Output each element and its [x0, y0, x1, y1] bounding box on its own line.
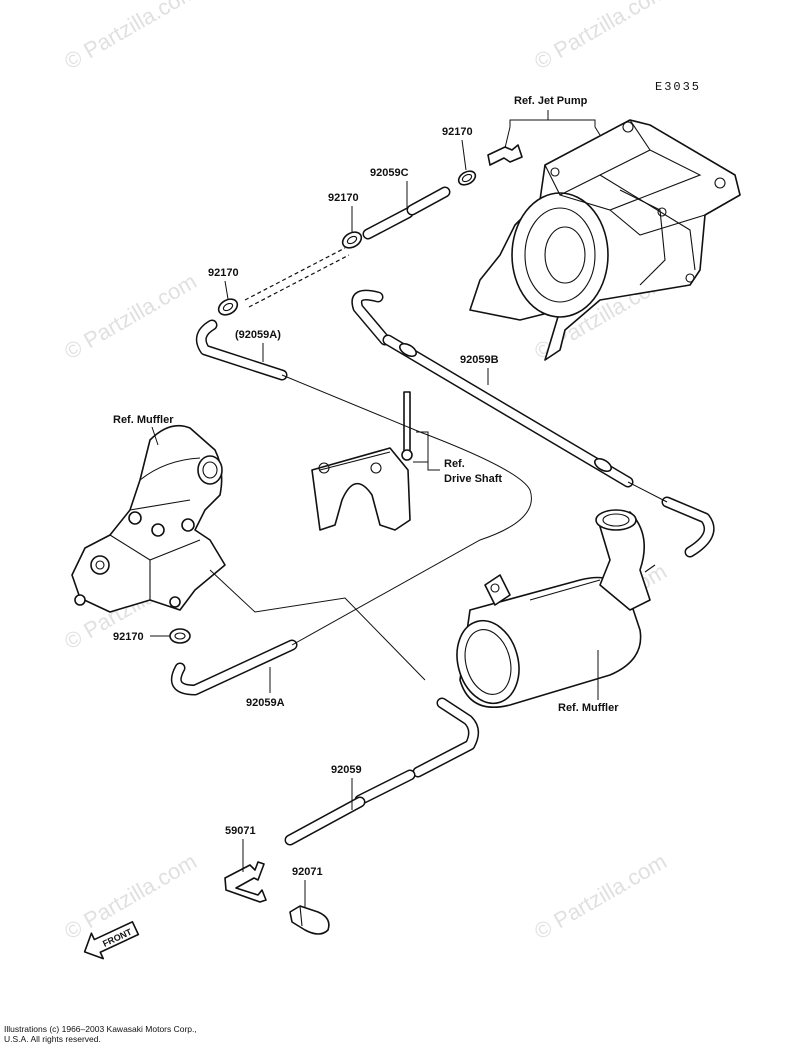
fitting-59071: [224, 861, 267, 903]
watermark: © Partzilla.com: [530, 0, 671, 74]
watermark: © Partzilla.com: [60, 0, 201, 74]
label-clamp-top: 92170: [442, 126, 473, 138]
hose-92059a-lower: [170, 639, 298, 696]
hidden-hose-dashed: [244, 247, 346, 301]
clamp-bottom: [169, 628, 191, 644]
watermark: © Partzilla.com: [530, 849, 671, 945]
watermark: © Partzilla.com: [60, 269, 201, 365]
label-ref-muffler-left: Ref. Muffler: [113, 414, 174, 426]
copyright-footer: Illustrations (c) 1966–2003 Kawasaki Mot…: [4, 1024, 197, 1044]
label-hose-92059: 92059: [331, 764, 362, 776]
label-ref-jet-pump: Ref. Jet Pump: [514, 95, 588, 107]
footer-line-2: U.S.A. All rights reserved.: [4, 1034, 101, 1044]
drive-shaft-bracket-illustration: [311, 391, 413, 531]
label-ref-drive-shaft-1: Ref.: [444, 458, 465, 470]
route-line: [209, 569, 426, 681]
footer-line-1: Illustrations (c) 1966–2003 Kawasaki Mot…: [4, 1024, 197, 1034]
hose-92059b: [351, 289, 715, 558]
label-plug-92071: 92071: [292, 866, 323, 878]
muffler-right-illustration: [456, 509, 656, 709]
hose-92059a-upper: [195, 319, 288, 381]
clamp-left: [217, 298, 239, 316]
leader-ref-jet-pump: [504, 110, 601, 149]
label-clamp-mid: 92170: [328, 192, 359, 204]
label-clamp-bottom: 92170: [113, 631, 144, 643]
label-fitting-59071: 59071: [225, 825, 256, 837]
clamp-top: [457, 170, 477, 186]
hose-92059c: [362, 186, 451, 240]
route-line: [281, 374, 532, 646]
label-hose-92059a-paren: (92059A): [235, 329, 281, 341]
jet-pump-illustration: [469, 119, 741, 361]
label-hose-92059c: 92059C: [370, 167, 409, 179]
label-ref-drive-shaft-2: Drive Shaft: [444, 473, 502, 485]
diagram-code: E3035: [655, 80, 701, 94]
clamp-mid: [341, 231, 363, 249]
hose-92059: [284, 697, 479, 846]
muffler-left-illustration: [71, 424, 226, 613]
label-clamp-left: 92170: [208, 267, 239, 279]
label-ref-muffler-right: Ref. Muffler: [558, 702, 619, 714]
label-hose-92059b: 92059B: [460, 354, 499, 366]
label-hose-92059a: 92059A: [246, 697, 285, 709]
plug-92071: [289, 905, 330, 935]
